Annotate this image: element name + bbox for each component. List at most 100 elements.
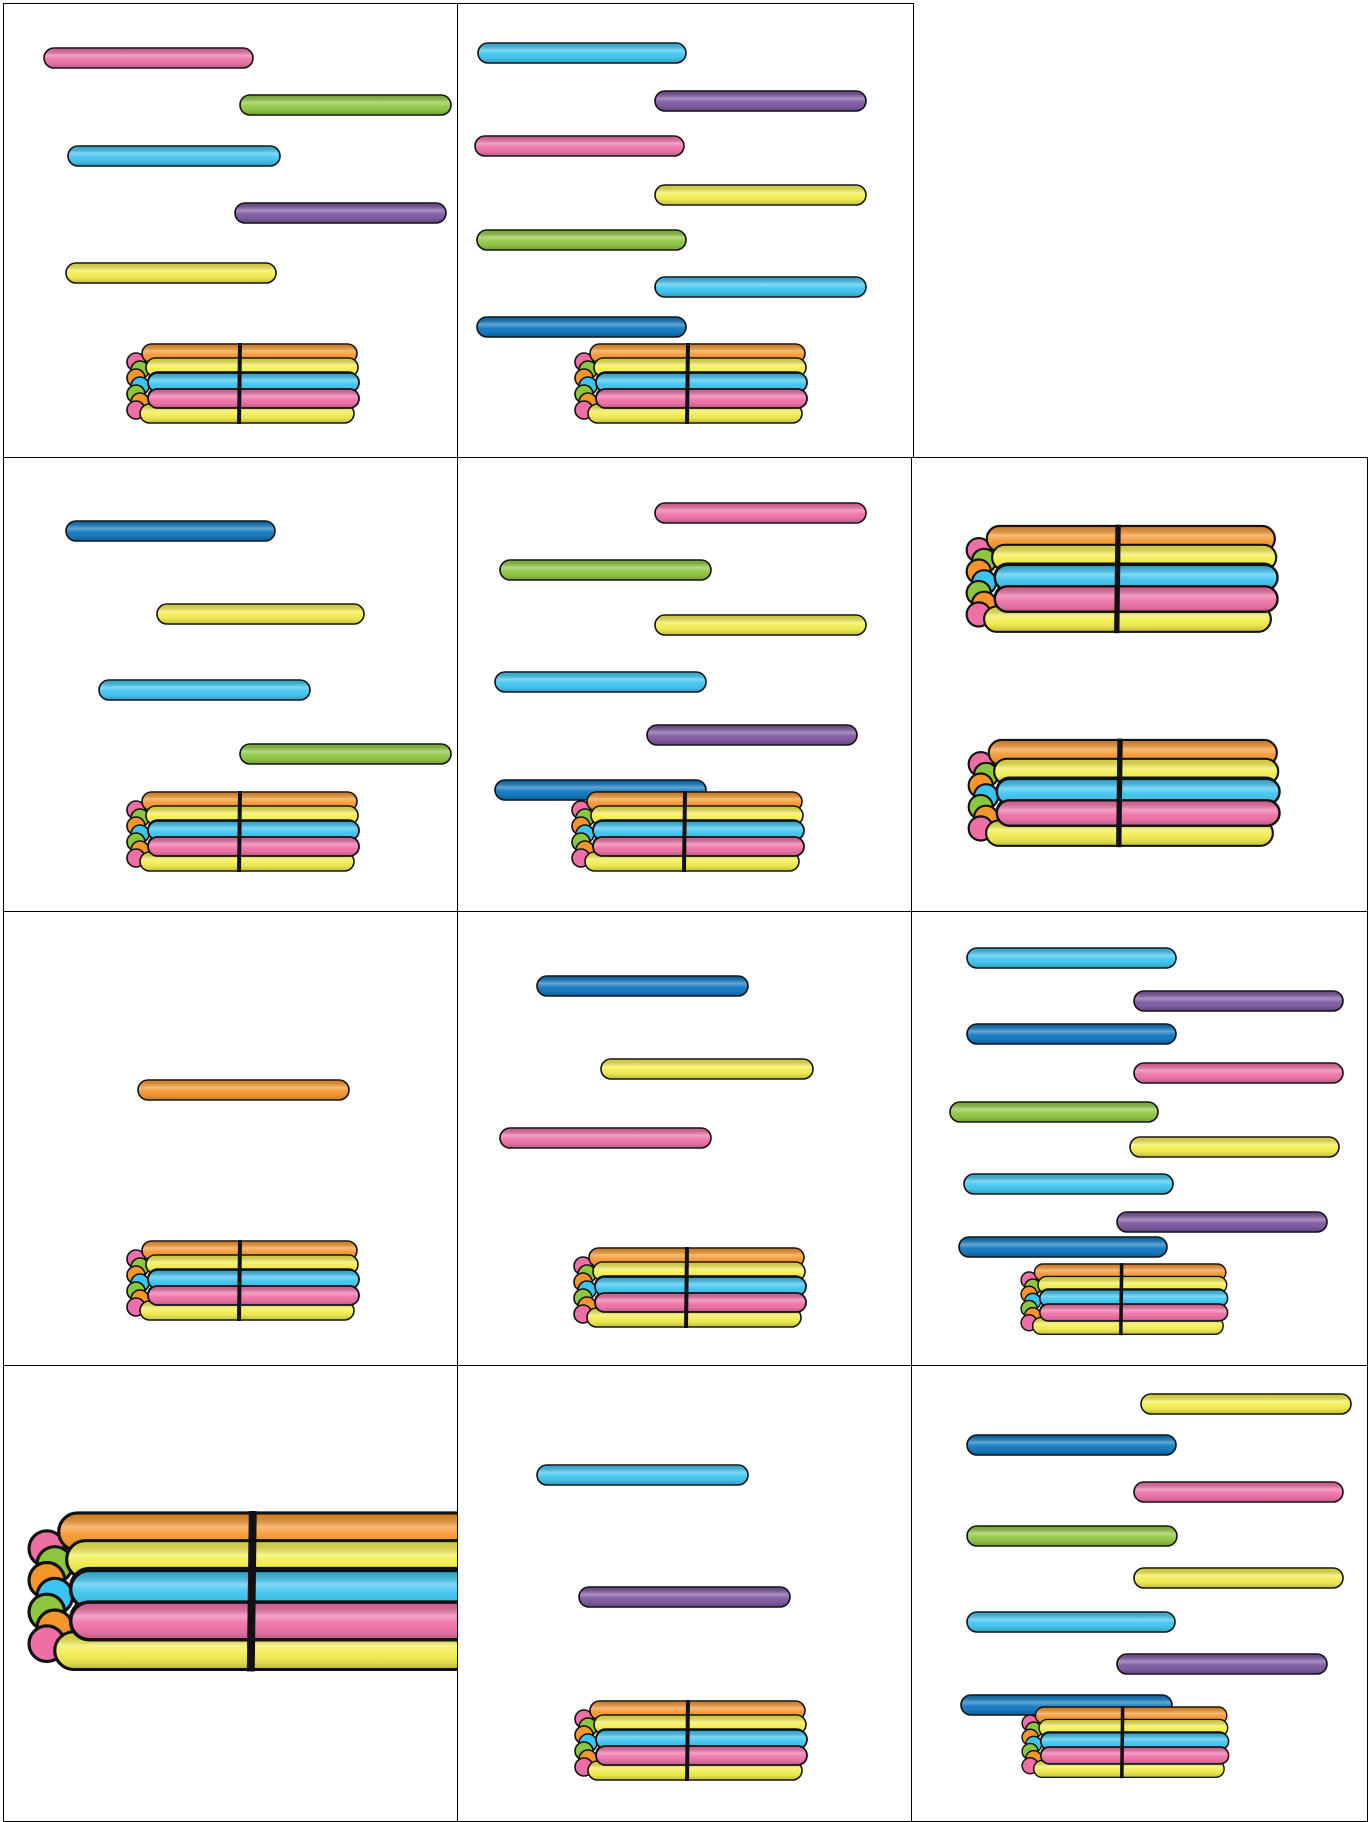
- craft-stick-pink: [1133, 1481, 1344, 1503]
- bundle-of-ten-sticks: [126, 342, 360, 425]
- craft-stick-lightblue: [536, 1464, 749, 1486]
- bundle-of-ten-sticks: [27, 1510, 460, 1672]
- craft-stick-purple: [1116, 1653, 1328, 1675]
- craft-stick-yellow: [654, 614, 867, 636]
- rubber-band: [1114, 524, 1121, 634]
- bundle-stick: [147, 1285, 360, 1306]
- bundle-of-ten-sticks: [965, 524, 1279, 634]
- craft-stick-yellow: [600, 1058, 814, 1080]
- rubber-band: [1120, 1706, 1125, 1779]
- bundle-of-ten-sticks: [571, 790, 805, 873]
- bundle-stick: [1038, 1303, 1229, 1322]
- craft-stick-pink: [499, 1127, 712, 1149]
- bundle-stick: [1039, 1732, 1230, 1751]
- craft-stick-purple: [234, 202, 447, 224]
- craft-stick-darkblue: [536, 975, 749, 997]
- craft-stick-purple: [1116, 1211, 1328, 1233]
- craft-stick-purple: [654, 90, 867, 112]
- bundle-stick: [147, 836, 360, 857]
- bundle-stick: [995, 799, 1281, 827]
- craft-stick-green: [499, 559, 712, 581]
- bundle-of-ten-sticks: [574, 342, 808, 425]
- rubber-band: [685, 1699, 690, 1782]
- craft-stick-pink: [654, 502, 867, 524]
- craft-stick-lightblue: [963, 1173, 1174, 1195]
- bundle-stick: [595, 372, 808, 393]
- card-artwork: [43, 47, 452, 425]
- counting-card-r2c1: [3, 457, 460, 914]
- rubber-band: [1119, 1263, 1124, 1336]
- rubber-band: [682, 790, 687, 873]
- craft-stick-yellow: [1133, 1567, 1344, 1589]
- rubber-band: [237, 342, 242, 425]
- bundle-of-ten-sticks: [126, 790, 360, 873]
- craft-stick-lightblue: [477, 42, 687, 64]
- craft-stick-lightblue: [494, 671, 707, 693]
- bundle-of-ten-sticks: [1020, 1263, 1229, 1336]
- craft-stick-darkblue: [958, 1236, 1168, 1258]
- craft-stick-purple: [578, 1586, 791, 1608]
- bundle-stick: [147, 1269, 360, 1290]
- card-artwork: [494, 502, 867, 873]
- rubber-band: [237, 790, 242, 873]
- craft-stick-green: [239, 743, 452, 765]
- counting-card-r4c2: [457, 1365, 914, 1822]
- craft-stick-yellow: [1129, 1136, 1340, 1158]
- card-artwork: [474, 42, 867, 425]
- bundle-stick: [1039, 1746, 1230, 1765]
- bundle-stick: [993, 585, 1279, 613]
- rubber-band: [237, 1239, 242, 1322]
- craft-stick-darkblue: [966, 1023, 1177, 1045]
- bundle-of-ten-sticks: [573, 1246, 807, 1329]
- bundle-stick: [594, 1276, 807, 1297]
- bundle-stick: [592, 820, 805, 841]
- craft-stick-lightblue: [966, 947, 1177, 969]
- craft-stick-darkblue: [65, 520, 276, 542]
- rubber-band: [1116, 738, 1123, 848]
- craft-stick-green: [476, 229, 687, 251]
- craft-stick-lightblue: [98, 679, 311, 701]
- bundle-stick: [592, 836, 805, 857]
- rubber-band: [685, 342, 690, 425]
- bundle-stick: [68, 1600, 460, 1642]
- craft-stick-yellow: [156, 603, 365, 625]
- counting-card-r1c2: [457, 3, 914, 460]
- card-artwork: [126, 1079, 360, 1322]
- craft-stick-green: [239, 94, 452, 116]
- craft-stick-yellow: [1140, 1393, 1352, 1415]
- bundle-of-ten-sticks: [1021, 1706, 1230, 1779]
- counting-card-r3c1: [3, 911, 460, 1368]
- bundle-stick: [147, 372, 360, 393]
- bundle-stick: [147, 388, 360, 409]
- bundle-of-ten-sticks: [574, 1699, 808, 1782]
- rubber-band: [246, 1510, 257, 1672]
- card-artwork: [960, 1393, 1352, 1779]
- craft-stick-lightblue: [67, 145, 281, 167]
- craft-stick-orange: [137, 1079, 350, 1101]
- craft-stick-lightblue: [654, 276, 867, 298]
- bundle-stick: [995, 777, 1281, 806]
- counting-card-r4c3: [911, 1365, 1368, 1822]
- card-artwork: [27, 1510, 460, 1672]
- counting-card-r3c3: [911, 911, 1368, 1368]
- counting-card-r1c1: [3, 3, 460, 460]
- craft-stick-green: [949, 1101, 1159, 1123]
- craft-stick-purple: [646, 724, 858, 746]
- counting-card-r2c3: [911, 457, 1368, 914]
- card-artwork: [499, 975, 814, 1329]
- craft-stick-green: [966, 1525, 1178, 1547]
- craft-stick-darkblue: [966, 1434, 1177, 1456]
- bundle-of-ten-sticks: [126, 1239, 360, 1322]
- counting-card-r4c1: [3, 1365, 460, 1822]
- bundle-stick: [595, 388, 808, 409]
- bundle-stick: [595, 1745, 808, 1766]
- craft-stick-pink: [43, 47, 254, 69]
- craft-stick-purple: [1133, 990, 1344, 1012]
- craft-stick-yellow: [65, 262, 277, 284]
- craft-stick-lightblue: [966, 1611, 1176, 1633]
- rubber-band: [684, 1246, 689, 1329]
- bundle-stick: [147, 820, 360, 841]
- card-artwork: [949, 947, 1344, 1336]
- craft-stick-darkblue: [476, 316, 687, 338]
